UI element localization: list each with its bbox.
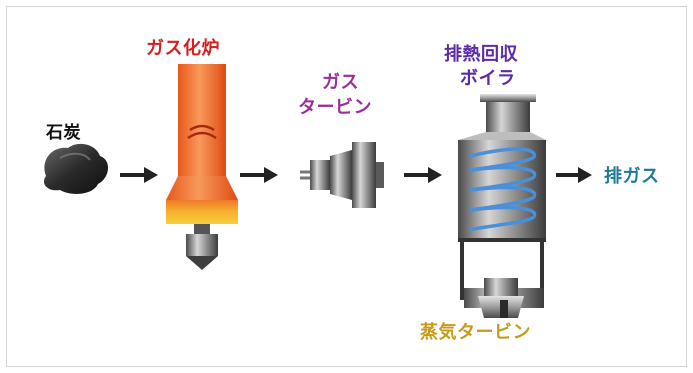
arrow-icon [240,167,278,183]
arrow-icon [120,167,158,183]
gas-turbine-label-line1: ガス [322,72,359,93]
gas-turbine-icon [300,142,384,208]
exhaust-label: 排ガス [604,166,660,187]
hrsg-label-line2: ボイラ [460,68,516,89]
coal-icon [43,143,109,194]
hrsg-label-line1: 排熱回収 [444,44,518,65]
steam-turbine-label: 蒸気タービン [420,322,531,343]
steam-turbine-icon [464,278,544,318]
heat-recovery-boiler-icon [458,94,546,300]
gasifier-icon [166,64,238,270]
gasifier-label: ガス化炉 [146,38,220,59]
arrow-icon [404,167,442,183]
coal-label: 石炭 [46,123,81,143]
arrow-icon [556,167,592,183]
gas-turbine-label-line2: タービン [298,97,372,118]
